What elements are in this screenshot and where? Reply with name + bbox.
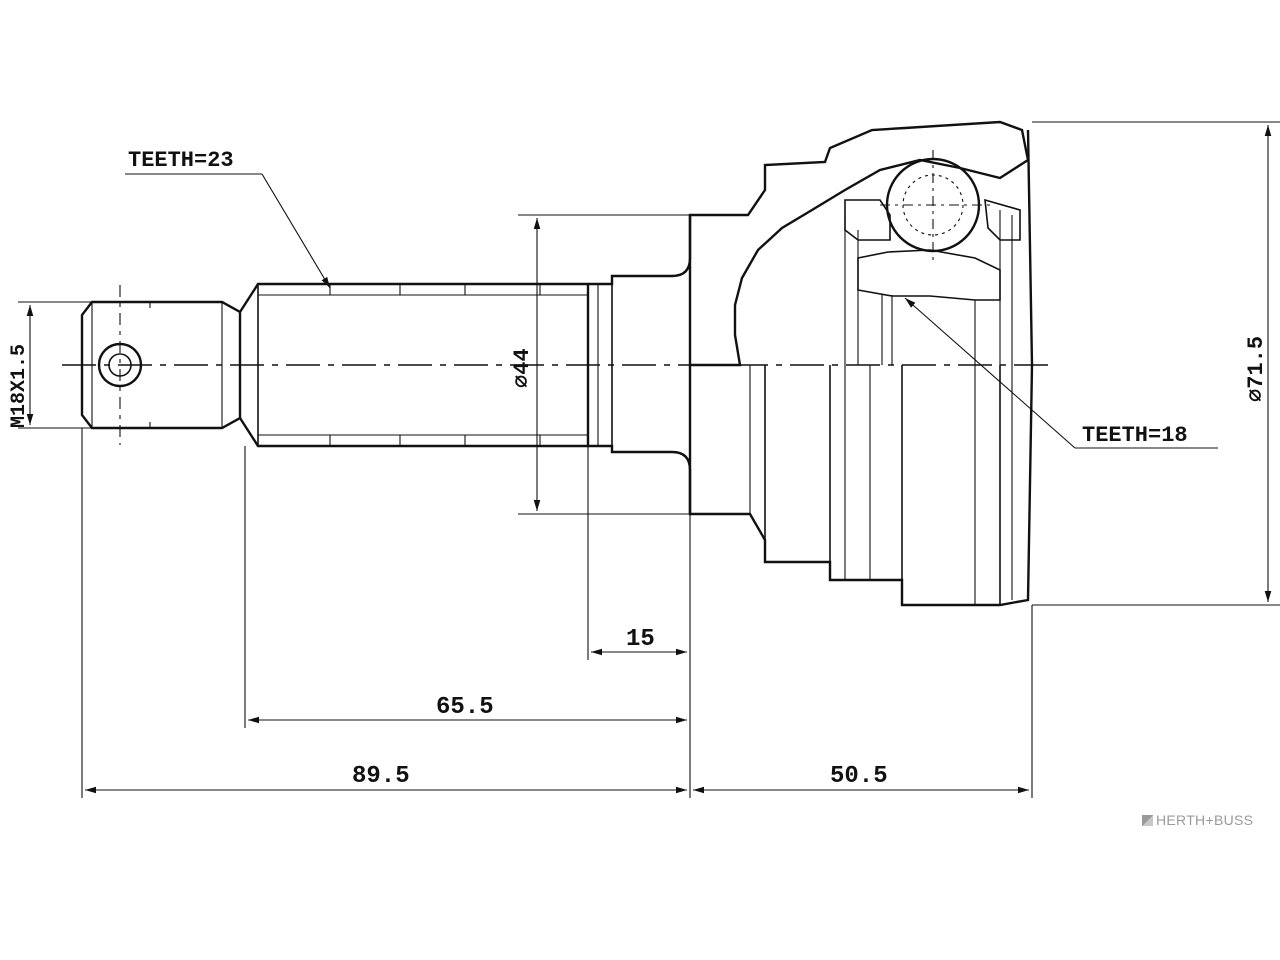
thread-label: M18X1.5: [8, 344, 31, 428]
bell-housing: [688, 120, 1034, 607]
brand-name: HERTH+BUSS: [1156, 812, 1254, 828]
dim-50-5-label: 50.5: [830, 763, 888, 790]
ball-bearing: [880, 150, 990, 262]
dim-diameter-shaft: ⌀44: [510, 214, 690, 515]
teeth-outer-label: TEETH=23: [128, 148, 234, 173]
brand-watermark: HERTH+BUSS: [1142, 812, 1253, 828]
inner-race: [844, 198, 1021, 301]
dim-diameter-bell: ⌀71.5: [1032, 121, 1280, 606]
dim-15: 15: [591, 626, 687, 656]
extension-lines: [81, 428, 1033, 798]
dim-89-5-label: 89.5: [352, 763, 410, 790]
dim-65-5: 65.5: [248, 694, 687, 724]
teeth-23-callout: TEETH=23: [125, 148, 331, 289]
dim-50-5: 50.5: [693, 763, 1029, 794]
dim-89-5: 89.5: [85, 763, 687, 794]
thread-stub: [80, 285, 242, 445]
dim-15-label: 15: [626, 626, 655, 653]
diameter-bell-label: ⌀71.5: [1244, 336, 1269, 402]
dim-65-5-label: 65.5: [436, 694, 494, 721]
splined-shaft: [238, 282, 590, 448]
herth-buss-logo-icon: [1142, 815, 1153, 826]
diameter-shaft-label: ⌀44: [510, 348, 535, 388]
teeth-inner-label: TEETH=18: [1082, 423, 1188, 448]
dim-thread: M18X1.5: [8, 301, 92, 429]
teeth-18-callout: TEETH=18: [904, 297, 1218, 449]
